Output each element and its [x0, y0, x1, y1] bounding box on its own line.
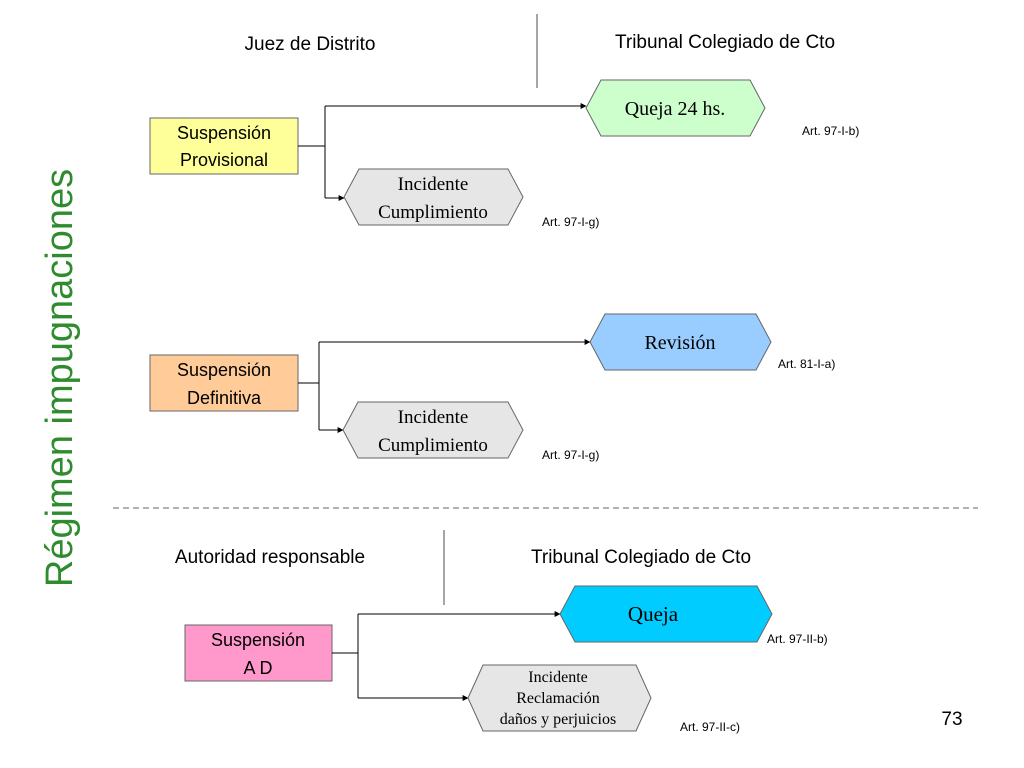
node-label-line: Cumplimiento [378, 202, 488, 223]
node-label-line: daños y perjuicios [500, 711, 616, 728]
node-label-line: Cumplimiento [378, 435, 488, 456]
node-queja-24-hs: Queja 24 hs. [585, 79, 766, 137]
node-label-line: Suspensión [177, 360, 271, 380]
article-ref-incidente-1: Art. 97-I-g) [542, 215, 599, 229]
node-incidente-cumplimiento-1: Incidente Cumplimiento [343, 168, 524, 226]
node-label-line: A D [243, 658, 272, 678]
article-ref-incidente-3: Art. 97-II-c) [680, 720, 740, 734]
node-suspension-ad: Suspensión A D [184, 624, 333, 682]
node-label-line: Queja [628, 602, 679, 626]
node-label-line: Definitiva [187, 388, 262, 408]
article-ref-revision: Art. 81-I-a) [778, 357, 835, 371]
node-label-line: Suspensión [177, 123, 271, 143]
header-autoridad-responsable: Autoridad responsable [175, 547, 365, 568]
node-incidente-reclamacion: Incidente Reclamación daños y perjuicios [467, 664, 652, 732]
connector-definitiva [298, 339, 591, 433]
node-label-line: Queja 24 hs. [625, 98, 726, 120]
node-incidente-cumplimiento-2: Incidente Cumplimiento [342, 401, 524, 459]
connector-provisional [298, 103, 587, 201]
header-juez-de-distrito: Juez de Distrito [245, 34, 376, 55]
node-label-line: Provisional [180, 150, 268, 170]
node-label-line: Incidente [398, 174, 469, 195]
node-label-line: Reclamación [516, 690, 600, 707]
header-tribunal-top: Tribunal Colegiado de Cto [615, 32, 835, 53]
header-tribunal-bottom: Tribunal Colegiado de Cto [531, 547, 751, 568]
article-ref-queja-24: Art. 97-I-b) [802, 124, 859, 138]
slide-title: Régimen impugnaciones [39, 169, 81, 587]
node-queja: Queja [559, 585, 773, 643]
article-ref-incidente-2: Art. 97-I-g) [542, 448, 599, 462]
node-suspension-provisional: Suspensión Provisional [149, 117, 299, 175]
node-label-line: Suspensión [211, 630, 305, 650]
node-label-line: Incidente [398, 407, 469, 428]
page-number: 73 [941, 709, 962, 730]
node-label-line: Revisión [644, 332, 715, 354]
connector-ad [332, 611, 561, 701]
node-revision: Revisión [589, 313, 772, 371]
node-label-line: Incidente [528, 669, 588, 686]
article-ref-queja: Art. 97-II-b) [767, 632, 828, 646]
node-suspension-definitiva: Suspensión Definitiva [149, 354, 299, 412]
